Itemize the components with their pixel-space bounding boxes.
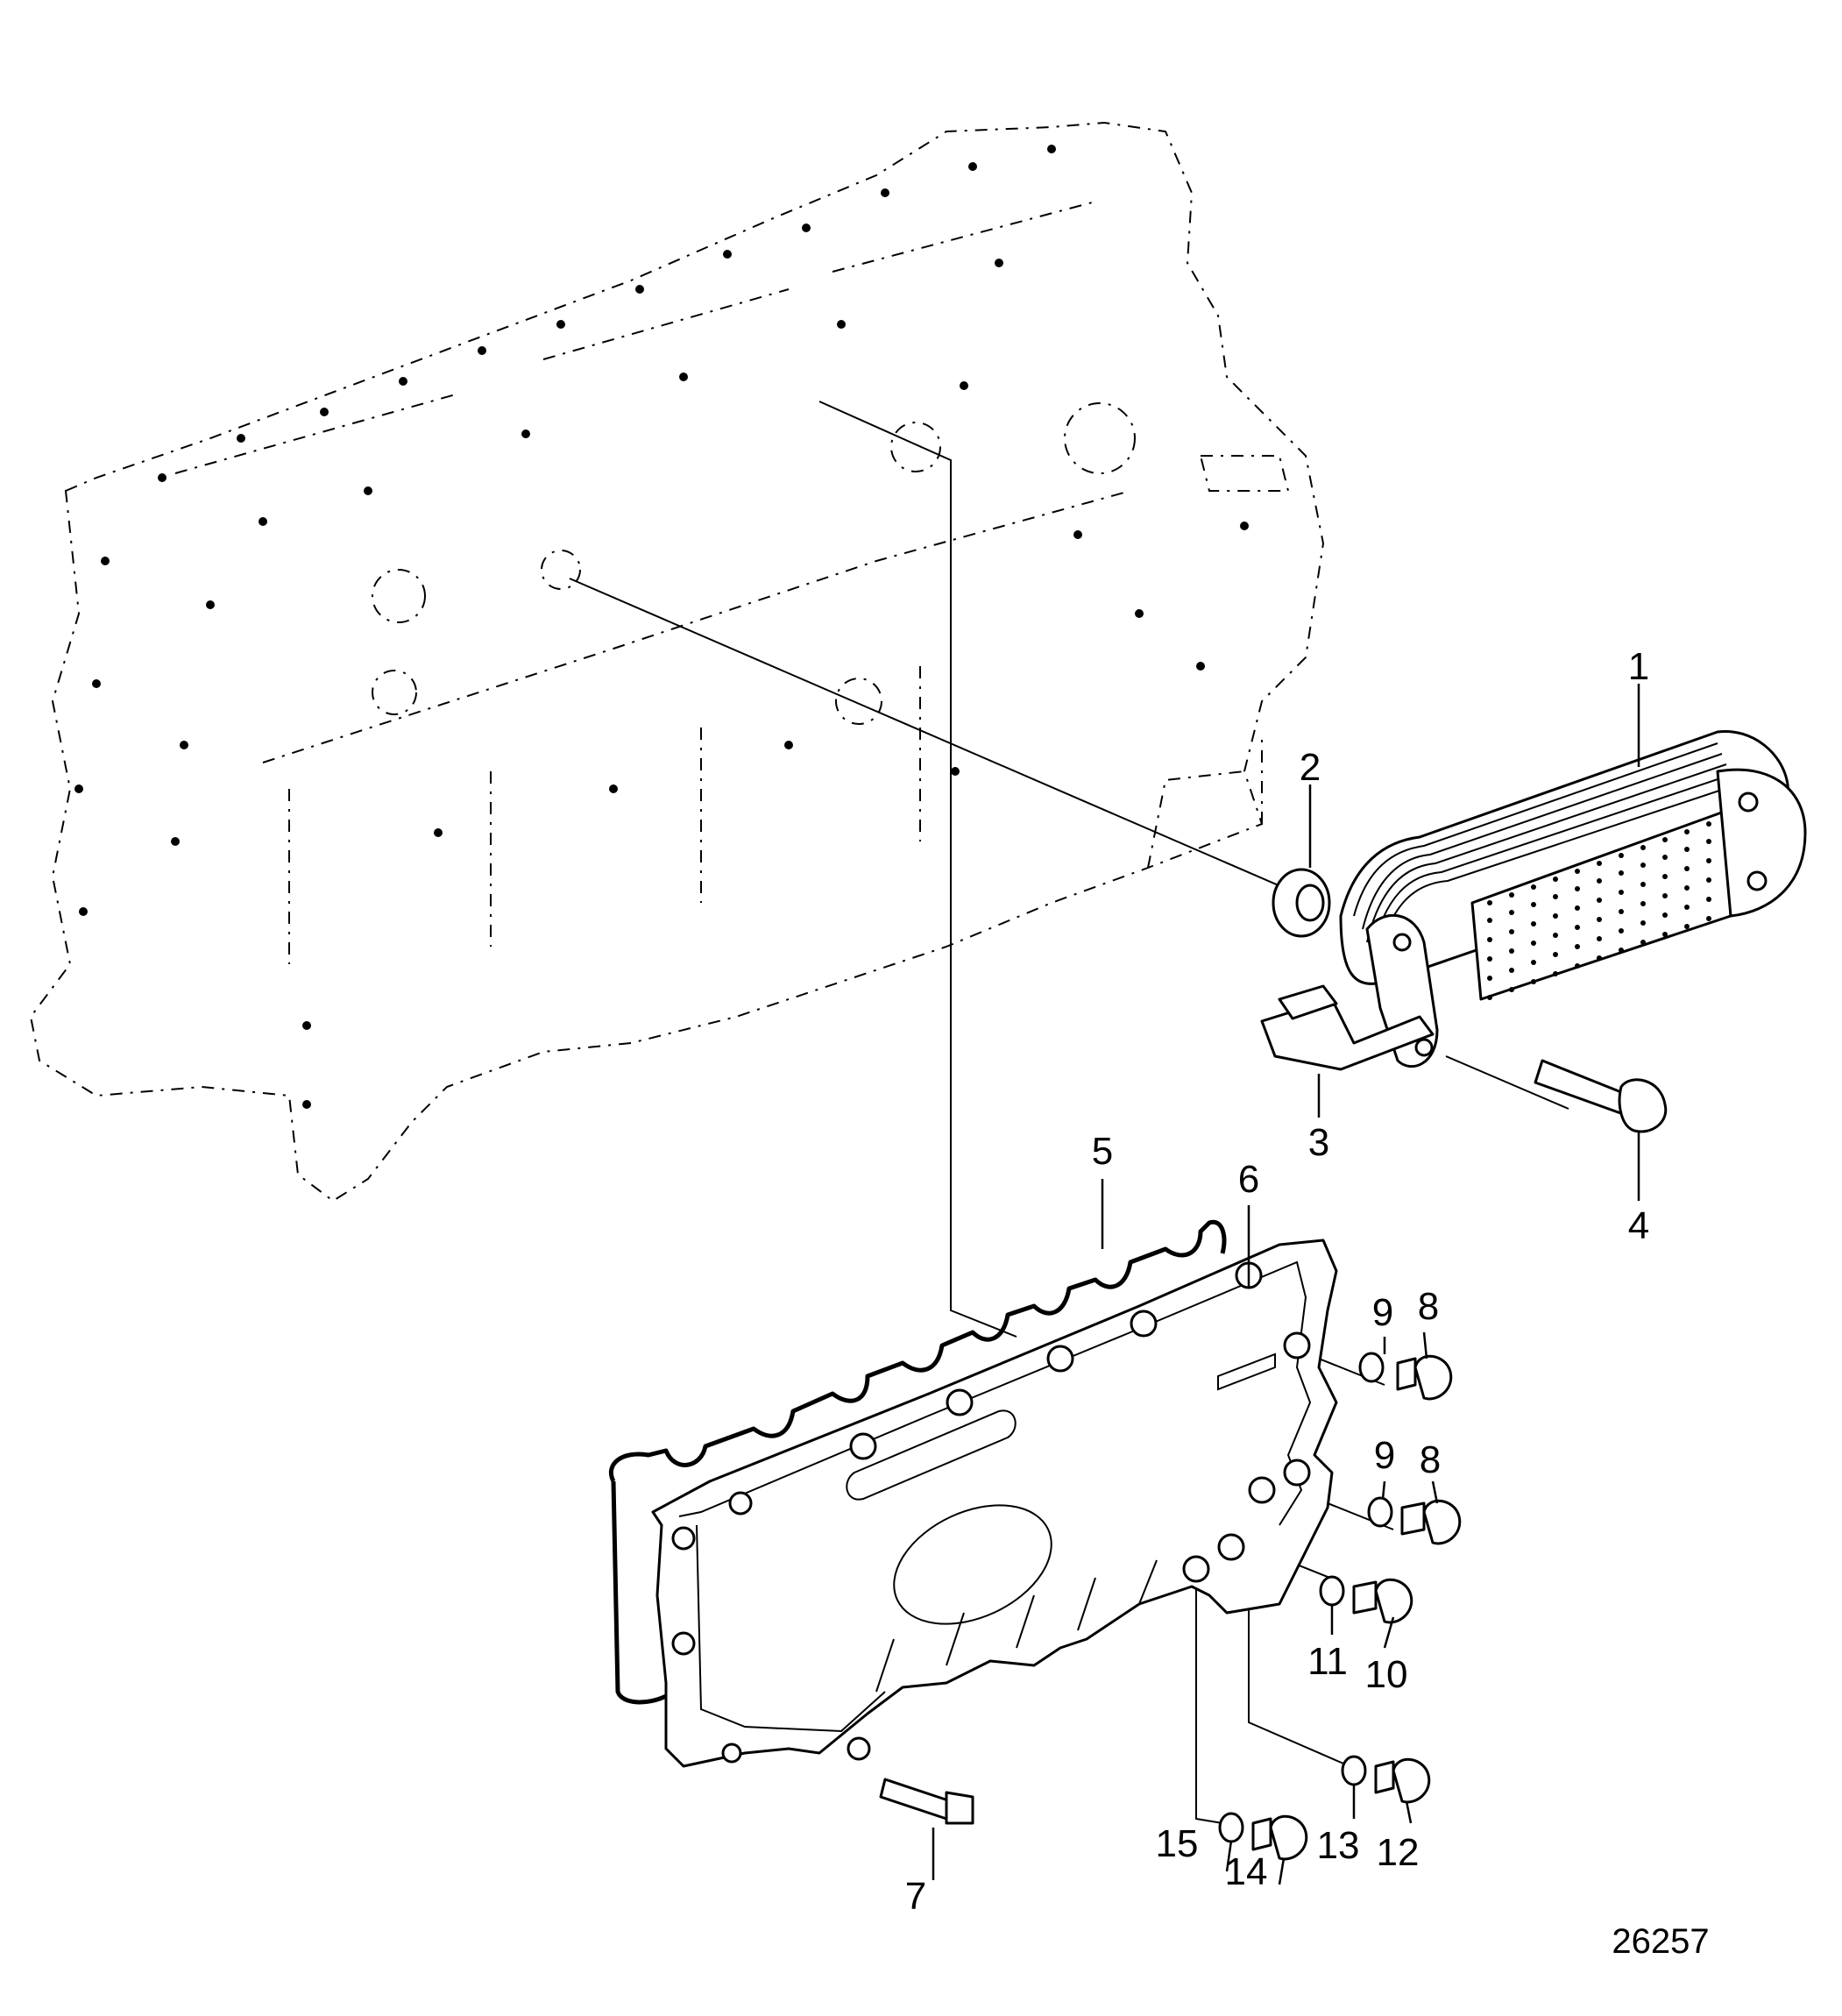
figure-number: 26257	[1612, 1922, 1709, 1961]
callout-4: 4	[1628, 1204, 1649, 1247]
callout-3: 3	[1308, 1121, 1329, 1164]
callout-8-upper: 8	[1418, 1285, 1439, 1328]
callout-9-lower: 9	[1374, 1434, 1395, 1477]
callout-labels: 1 2 3 4 5 6 7 8 9 10 11 12 13 14 15 9 8 …	[905, 645, 1710, 1961]
callout-11: 11	[1307, 1640, 1348, 1683]
callout-2: 2	[1300, 746, 1321, 789]
seal-ring	[1272, 868, 1331, 938]
callout-14: 14	[1225, 1850, 1268, 1893]
callout-13: 13	[1317, 1824, 1360, 1867]
callout-leaders	[932, 684, 1640, 1885]
gasket	[609, 1219, 1227, 1705]
bracket	[1260, 984, 1435, 1071]
oil-cooler	[1339, 729, 1807, 1068]
callout-9-upper: 9	[1372, 1291, 1393, 1334]
cover-housing	[651, 1239, 1338, 1768]
callout-15: 15	[1156, 1822, 1199, 1865]
plugs-and-washers	[1218, 1352, 1462, 1861]
cooler-perforations	[1487, 821, 1711, 1000]
callout-7: 7	[905, 1875, 926, 1918]
callout-6: 6	[1238, 1158, 1259, 1201]
callout-12: 12	[1377, 1831, 1420, 1874]
engine-block	[29, 121, 1325, 1203]
callout-5: 5	[1092, 1130, 1113, 1173]
callout-8-lower: 8	[1420, 1438, 1441, 1481]
bolt-long	[1534, 1059, 1668, 1133]
callout-10: 10	[1365, 1653, 1408, 1696]
bolt-cover	[879, 1778, 974, 1825]
callout-1: 1	[1628, 645, 1649, 688]
